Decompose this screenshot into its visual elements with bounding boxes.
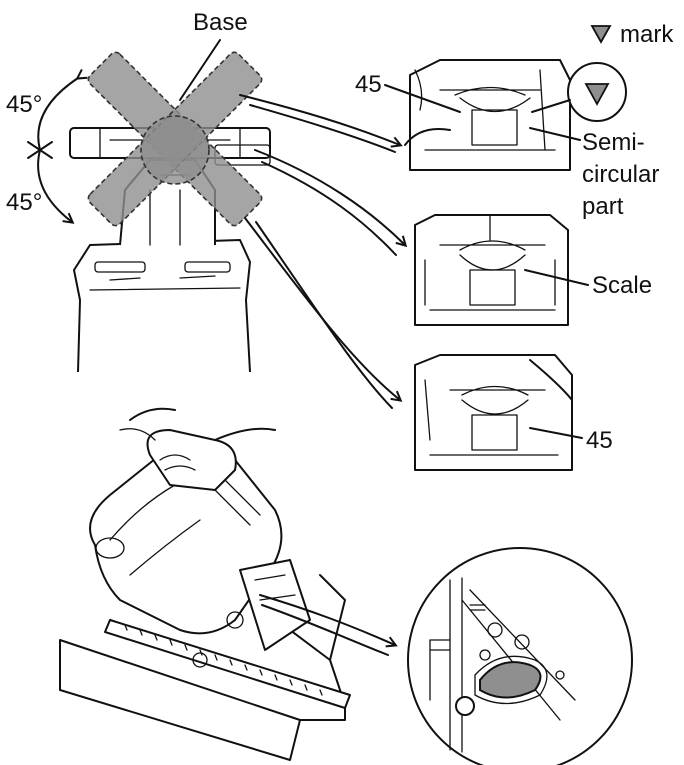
flow-arrows — [239, 94, 405, 409]
detail-panel-middle — [414, 214, 569, 326]
semi-leader — [529, 127, 581, 141]
num-45-bottom-label: 45 — [586, 427, 613, 454]
detail-panel-top — [404, 59, 571, 171]
semi-line1-label: Semi- — [582, 129, 645, 156]
jigsaw-in-use — [59, 407, 351, 761]
base-leader-line — [179, 39, 221, 101]
zoom-arrow — [259, 594, 395, 645]
num-45-bottom-leader — [529, 427, 583, 439]
angle-top-label: 45° — [6, 91, 42, 118]
zoom-detail-circle — [407, 547, 633, 765]
angle-indicator — [27, 78, 78, 222]
angle-bottom-label: 45° — [6, 189, 42, 216]
tilted-base-shading — [87, 51, 263, 227]
semi-line3-label: part — [582, 193, 624, 220]
base-label: Base — [193, 9, 248, 36]
mark-callout — [531, 62, 627, 122]
legend-mark-icon — [590, 25, 612, 44]
scale-label: Scale — [592, 272, 652, 299]
semi-line2-label: circular — [582, 161, 659, 188]
mark-label: mark — [620, 21, 674, 48]
detail-panel-bottom — [414, 354, 573, 471]
num-45-top-label: 45 — [355, 71, 382, 98]
num-45-top-leader — [384, 84, 461, 113]
scale-leader — [524, 269, 589, 286]
triangle-down-mark-icon — [584, 83, 610, 106]
zoom-arrow-outline — [261, 604, 389, 656]
